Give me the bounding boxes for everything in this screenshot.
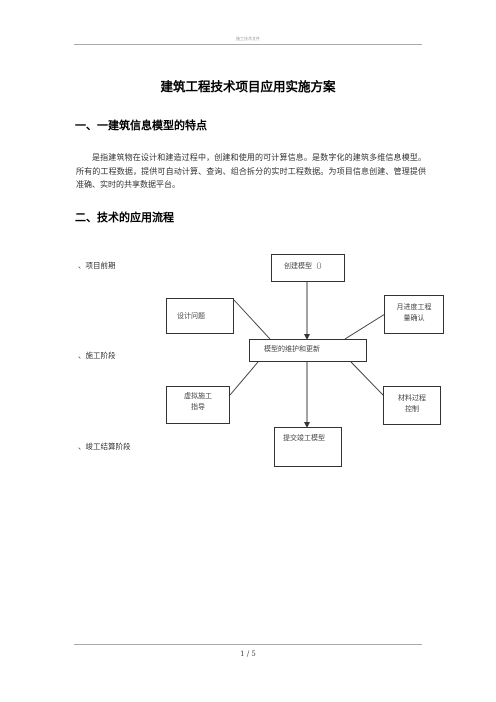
stage-label-completion: 、竣工结算阶段 xyxy=(78,442,131,451)
box-design-issues-label: 设计问题 xyxy=(177,312,205,320)
box-material-control: 材料过程 控制 xyxy=(383,386,441,425)
box-submit-model: 提交竣工模型 xyxy=(274,427,342,467)
section-1-paragraph: 是指建筑物在设计和建造过程中，创建和使用的可计算信息。是数字化的建筑多维信息模型… xyxy=(76,153,426,189)
document-title: 建筑工程技术项目应用实施方案 xyxy=(160,79,336,94)
box-progress-confirm-line2: 量确认 xyxy=(403,314,425,322)
box-create-model: 创建模型（） xyxy=(271,254,345,282)
connector-material-control xyxy=(350,361,384,396)
box-maintain-update: 模型的维护和更新 xyxy=(249,339,367,362)
box-progress-confirm: 月进度工程 量确认 xyxy=(384,295,444,334)
section-heading-2: 二、技术的应用流程 xyxy=(75,211,174,224)
section-heading-1: 一、一建筑信息模型的特点 xyxy=(75,119,207,132)
connector-design-issues xyxy=(233,299,271,340)
box-virtual-construction-line2: 指导 xyxy=(191,403,205,411)
box-virtual-construction-line1: 虚拟施工 xyxy=(184,392,212,400)
box-material-control-line1: 材料过程 xyxy=(398,394,426,402)
footer-rule xyxy=(74,644,422,645)
connector-progress-confirm xyxy=(344,313,386,340)
page-number: 1 / 5 xyxy=(240,650,256,658)
stage-label-construction: 、施工阶段 xyxy=(78,351,116,360)
header-rule xyxy=(74,44,422,45)
box-maintain-update-label: 模型的维护和更新 xyxy=(264,345,320,353)
box-material-control-line2: 控制 xyxy=(405,405,419,413)
page-header: 施工技术文件 xyxy=(236,36,260,41)
box-design-issues: 设计问题 xyxy=(166,298,234,334)
box-progress-confirm-line1: 月进度工程 xyxy=(396,303,432,311)
stage-label-pre-project: 、项目前期 xyxy=(78,261,116,270)
box-submit-model-label: 提交竣工模型 xyxy=(283,434,325,442)
connector-virtual-construction xyxy=(229,361,259,396)
box-virtual-construction: 虚拟施工 指导 xyxy=(166,386,230,424)
box-create-model-label: 创建模型（） xyxy=(284,262,326,270)
